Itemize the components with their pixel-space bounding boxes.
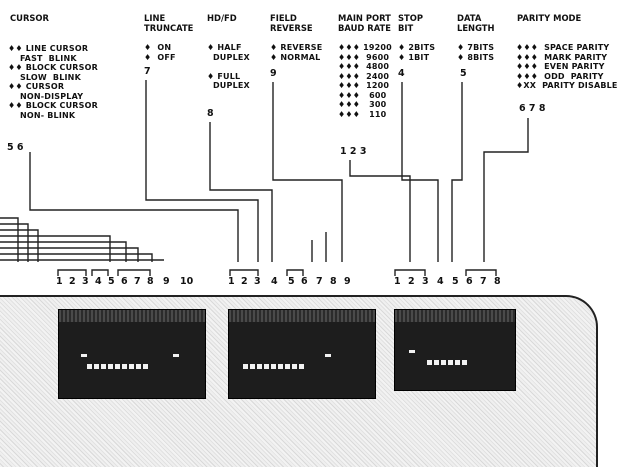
dip-switch-row[interactable]: [243, 364, 304, 369]
bank2-num: 9: [344, 276, 351, 287]
bank1-num: 2: [69, 276, 76, 287]
bank2-num: 7: [316, 276, 323, 287]
bank1-num: 1: [56, 276, 63, 287]
bank1-num: 4: [95, 276, 102, 287]
bank2-num: 8: [330, 276, 337, 287]
bank2-num: 5: [288, 276, 295, 287]
bank3-num: 6: [466, 276, 473, 287]
bank1-num: 5: [108, 276, 115, 287]
bank1-num: 6: [121, 276, 128, 287]
bank3-num: 7: [480, 276, 487, 287]
bank2-num: 2: [241, 276, 248, 287]
bank3-num: 2: [408, 276, 415, 287]
bank2-num: 1: [228, 276, 235, 287]
bank1-num: 7: [134, 276, 141, 287]
bank2-num: 4: [271, 276, 278, 287]
bank3-num: 3: [422, 276, 429, 287]
dip-switch-bank-2[interactable]: [228, 309, 376, 399]
bank3-num: 4: [437, 276, 444, 287]
bank3-num: 1: [394, 276, 401, 287]
dip-switch-bank-1[interactable]: [58, 309, 206, 399]
bank1-num: 8: [147, 276, 154, 287]
dip-switch-bank-3[interactable]: [394, 309, 516, 391]
terminal-case: [0, 295, 598, 467]
bank2-num: 6: [301, 276, 308, 287]
bank1-num: 10: [180, 276, 193, 287]
dip-switch-row[interactable]: [87, 364, 148, 369]
bank2-num: 3: [254, 276, 261, 287]
bank1-num: 3: [82, 276, 89, 287]
bank1-num: 9: [163, 276, 170, 287]
bank3-num: 8: [494, 276, 501, 287]
bank3-num: 5: [452, 276, 459, 287]
dip-switch-row[interactable]: [427, 360, 467, 365]
